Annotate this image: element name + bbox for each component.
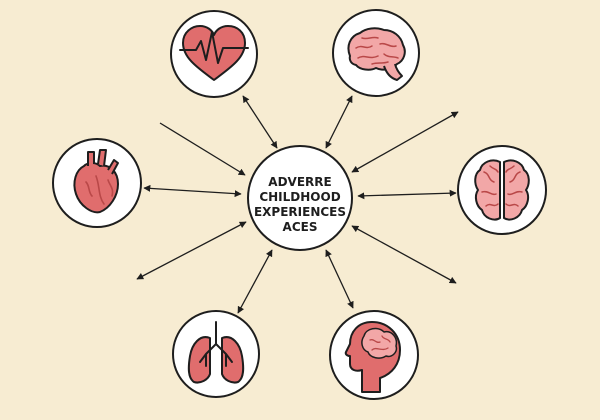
center-label-line-1: ADVERRE xyxy=(268,175,332,189)
node-brain-side xyxy=(332,9,420,97)
arrow-bottom-left xyxy=(136,221,247,280)
center-label-line-4: ACES xyxy=(282,220,318,234)
arrow-to-heart-rate xyxy=(242,95,278,149)
arrow-to-lungs xyxy=(237,249,273,314)
node-lungs xyxy=(172,310,260,398)
heart-rate-icon xyxy=(179,25,249,81)
head-brain-icon xyxy=(344,321,401,393)
arrow-to-brain-top xyxy=(357,189,457,200)
arrow-to-brain-side xyxy=(325,95,353,149)
arrow-bottom-right xyxy=(351,225,457,284)
arrow-top-right xyxy=(351,111,459,173)
anatomical-heart-icon xyxy=(73,149,119,214)
arrow-to-anatomical-heart xyxy=(143,184,242,198)
brain-top-icon xyxy=(474,159,530,221)
node-anatomical-heart xyxy=(52,138,142,228)
arrow-to-head-brain xyxy=(325,249,354,309)
center-label-line-2: CHILDHOOD xyxy=(259,190,341,204)
arrows xyxy=(136,95,459,314)
center-label-line-3: EXPERIENCES xyxy=(253,205,347,219)
arrow-from-top-left xyxy=(159,122,246,176)
node-head-brain xyxy=(329,310,419,400)
node-brain-top xyxy=(457,145,547,235)
brain-side-icon xyxy=(347,27,406,81)
node-heart-rate xyxy=(170,10,258,98)
center-circle xyxy=(247,145,353,251)
center-label: ADVERRE CHILDHOOD EXPERIENCES ACES xyxy=(250,160,350,250)
lungs-icon xyxy=(187,321,245,384)
